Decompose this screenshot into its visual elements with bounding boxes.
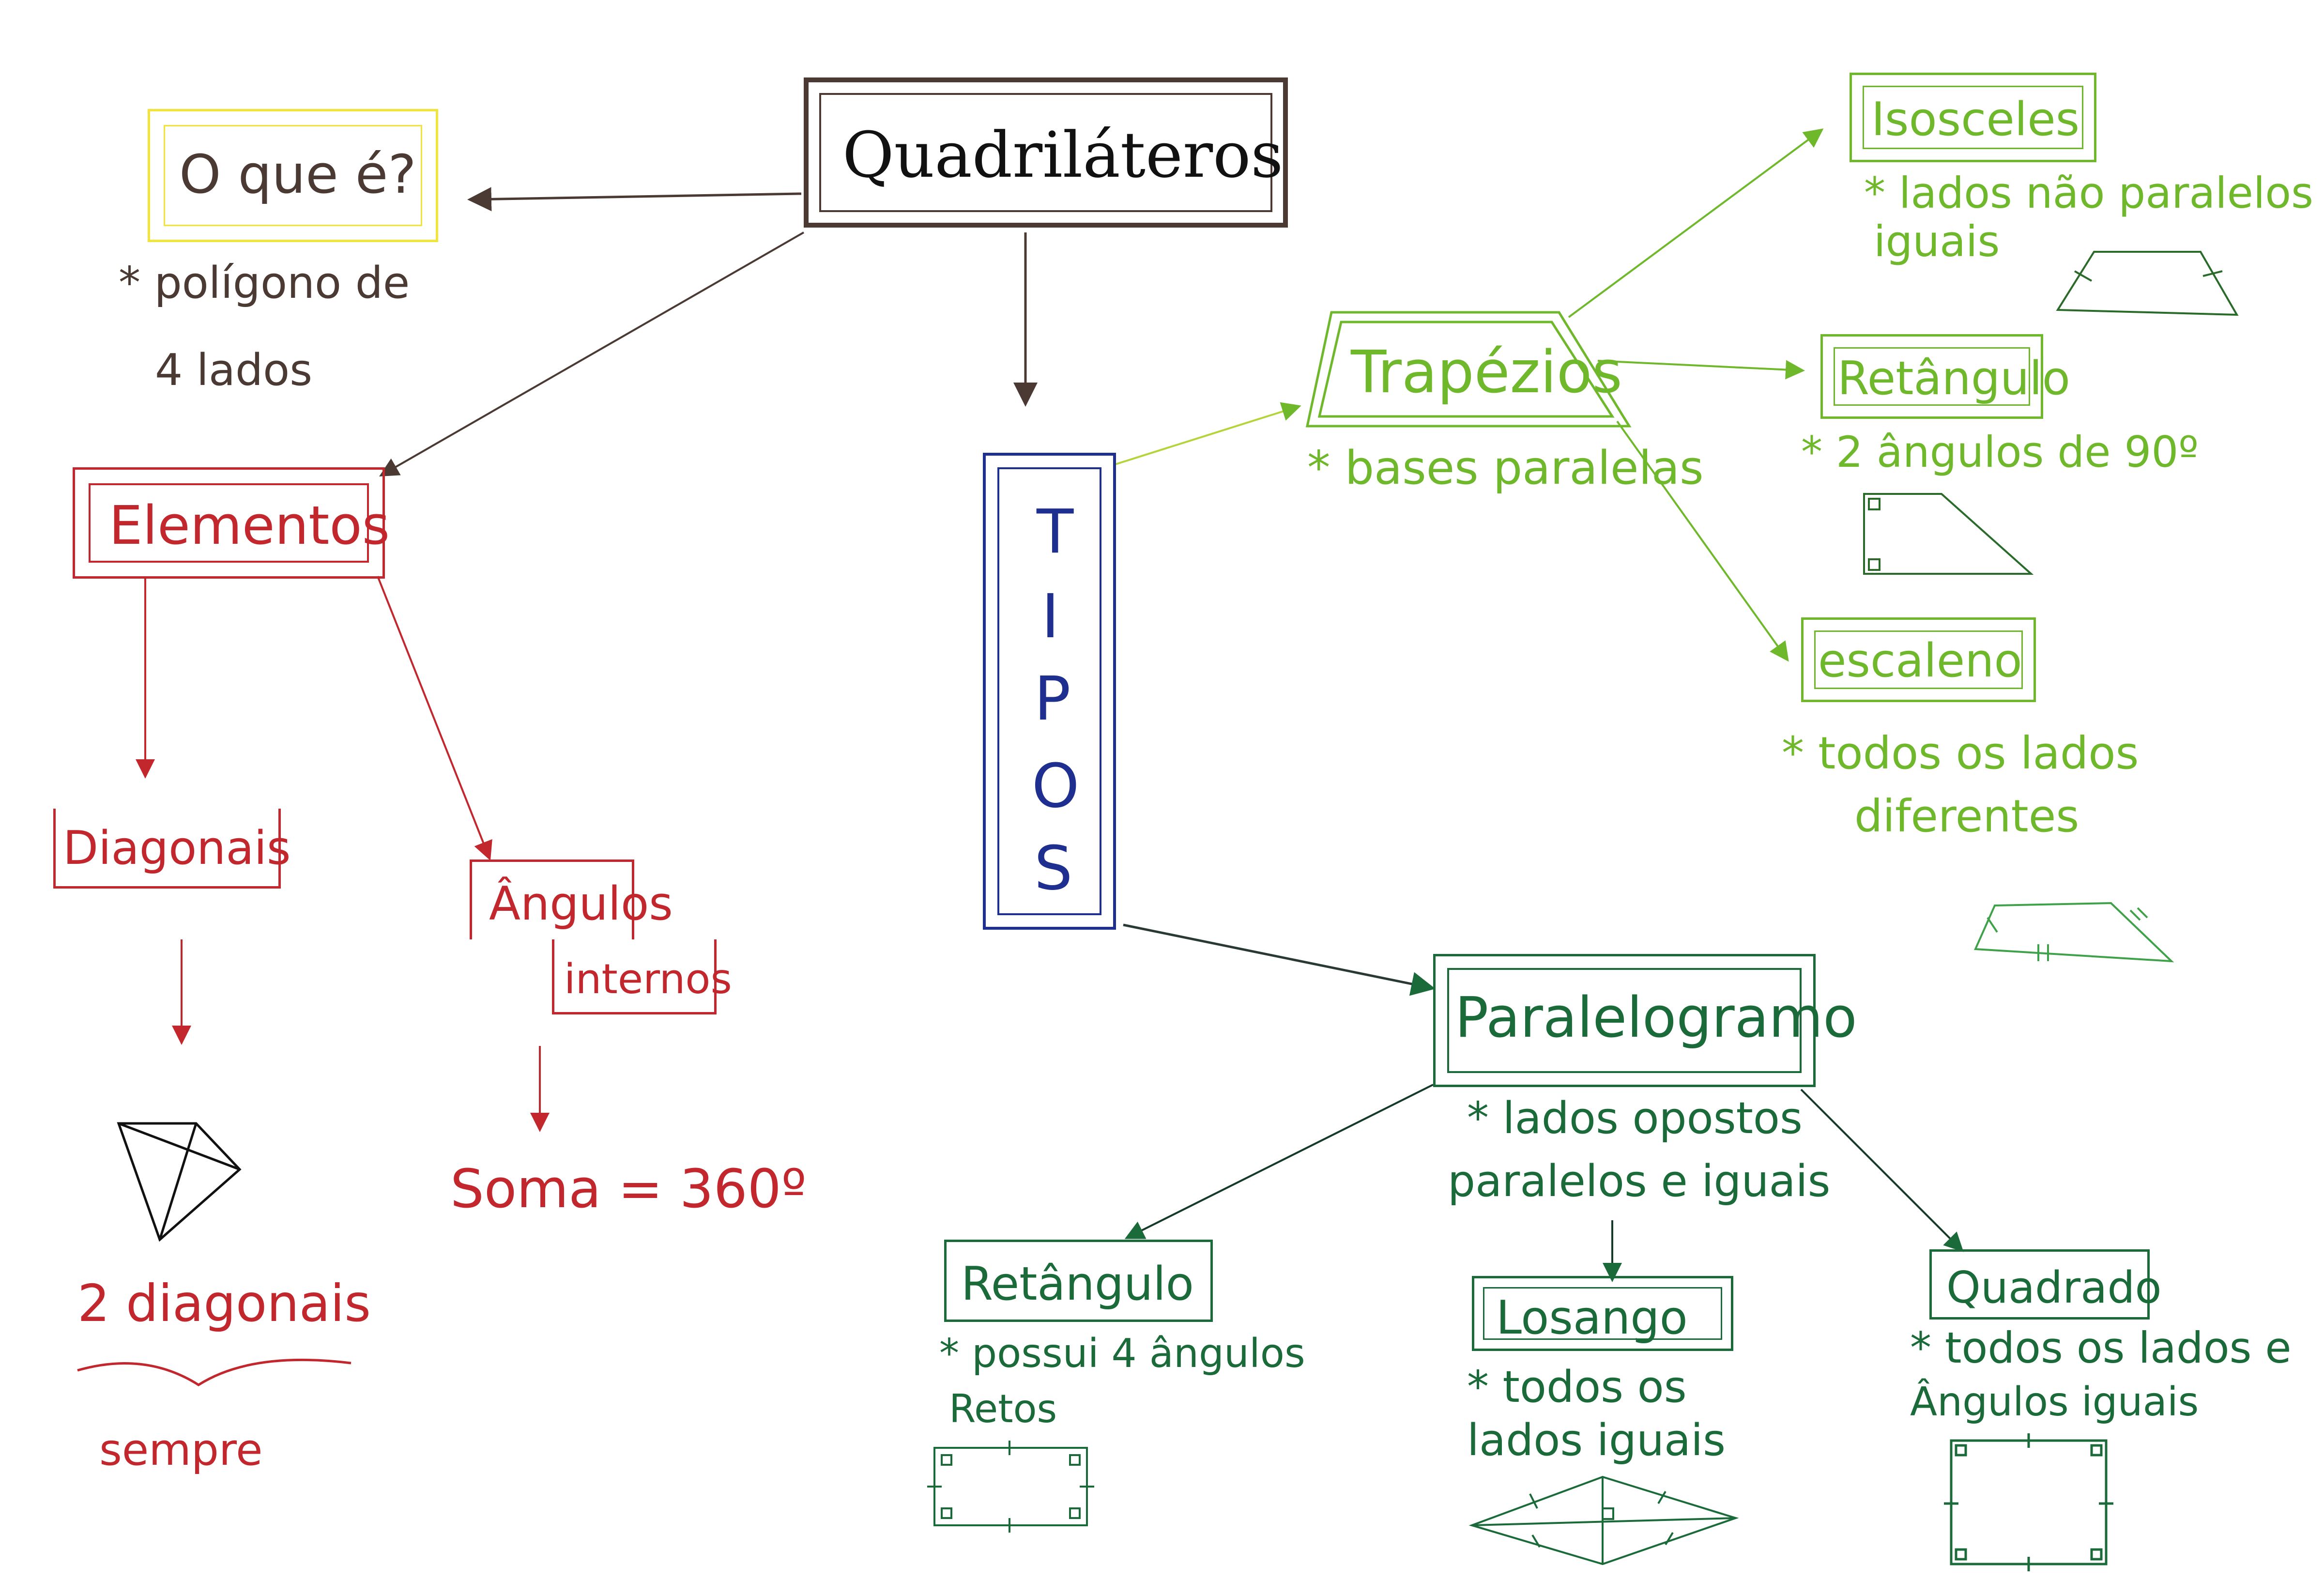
arrow-paralelogramo-to-retangulo [1124, 1084, 1434, 1239]
arrow-center-to-what [467, 187, 802, 212]
angulos-note: Soma = 360º [450, 1158, 807, 1220]
arrow-center-to-elements [379, 231, 804, 476]
para-retangulo-line1: * possui 4 ângulos [939, 1331, 1305, 1377]
para-retangulo-node[interactable]: Retângulo [944, 1240, 1213, 1322]
isosceles-line2: iguais [1874, 216, 2000, 266]
escaleno-line2: diferentes [1854, 790, 2079, 842]
quadrado-line2: Ângulos iguais [1910, 1379, 2199, 1425]
arrow-types-to-paralelogramo [1123, 923, 1436, 996]
center-node[interactable]: Quadriláteros [804, 77, 1288, 228]
paralelogramo-title: Paralelogramo [1455, 985, 1857, 1050]
diagonais-node[interactable]: Diagonais [53, 809, 291, 889]
quadrado-line1: * todos os lados e [1910, 1323, 2292, 1373]
diagonais-title: Diagonais [63, 822, 291, 875]
types-letter: P [1034, 664, 1071, 734]
escaleno-line1: * todos os lados [1782, 727, 2139, 779]
rhombus-sketch [1468, 1475, 1739, 1566]
rectangle-sketch [927, 1441, 1094, 1533]
elements-title: Elementos [109, 494, 390, 556]
quadrado-title: Quadrado [1946, 1262, 2162, 1313]
types-letter: S [1034, 833, 1073, 904]
types-letter: I [1041, 582, 1059, 652]
right-trapezoid-sketch [1863, 493, 2034, 575]
types-letter: O [1032, 751, 1080, 821]
arrow-trapezios-to-escaleno [1616, 420, 1789, 662]
angulos-node[interactable]: Ângulos internos [470, 860, 732, 1017]
para-retangulo-line2: Retos [949, 1386, 1057, 1431]
diagonais-sub: sempre [99, 1425, 263, 1475]
what-title: O que é? [179, 143, 416, 205]
arrow-trapezios-to-isosceles [1568, 128, 1824, 318]
types-node[interactable]: T I P O S [983, 453, 1116, 930]
diagonals-sketch [117, 1122, 242, 1242]
types-letter: T [1037, 497, 1074, 567]
arrow-elements-to-angulos [377, 576, 492, 861]
center-title: Quadriláteros [842, 118, 1284, 192]
angulos-title-line2: internos [564, 955, 732, 1003]
line-types-to-trapezios [1113, 402, 1301, 466]
trapezios-note: * bases paralelas [1307, 442, 1704, 495]
what-line1: * polígono de [119, 258, 410, 308]
what-node[interactable]: O que é? [148, 109, 438, 242]
what-line2: 4 lados [155, 345, 313, 396]
trapezios-title[interactable]: Trapézios [1351, 339, 1622, 406]
trap-retangulo-node[interactable]: Retângulo [1820, 334, 2070, 419]
escaleno-node[interactable]: escaleno [1801, 617, 2036, 702]
losango-line2: lados iguais [1467, 1415, 1726, 1466]
diagonals-underbrace [77, 1358, 352, 1386]
quadrado-node[interactable]: Quadrado [1929, 1249, 2162, 1320]
elements-node[interactable]: Elementos [73, 467, 390, 579]
losango-title: Losango [1496, 1291, 1688, 1345]
trap-retangulo-line1: * 2 ângulos de 90º [1801, 427, 2199, 477]
escaleno-title: escaleno [1818, 634, 2022, 688]
isosceles-line1: * lados não paralelos [1864, 168, 2313, 218]
angulos-title-line1: Ângulos [489, 877, 673, 931]
paralelogramo-node[interactable]: Paralelogramo [1433, 954, 1857, 1087]
isosceles-trapezoid-sketch [2056, 251, 2239, 316]
trap-retangulo-title: Retângulo [1837, 352, 2070, 405]
trapezios-frame [1305, 311, 1632, 428]
square-sketch [1944, 1433, 2113, 1571]
scalene-trapezoid-sketch [1974, 902, 2174, 963]
losango-line1: * todos os [1467, 1362, 1687, 1412]
arrow-paralelogramo-to-quadrado [1800, 1089, 1964, 1252]
paralelogramo-line1: * lados opostos [1467, 1093, 1803, 1144]
paralelogramo-line2: paralelos e iguais [1448, 1156, 1831, 1207]
losango-node[interactable]: Losango [1472, 1276, 1733, 1351]
isosceles-title: Isosceles [1871, 93, 2080, 146]
diagonais-note: 2 diagonais [77, 1274, 371, 1333]
isosceles-node[interactable]: Isosceles [1850, 73, 2096, 162]
arrow-trapezios-to-retangulo [1597, 360, 1805, 380]
para-retangulo-title: Retângulo [961, 1258, 1194, 1311]
